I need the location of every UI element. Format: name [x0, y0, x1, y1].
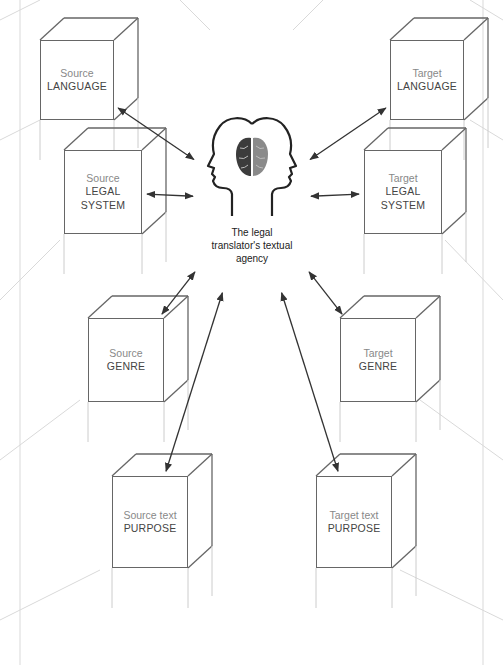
box-term: LANGUAGE [397, 80, 457, 93]
box-term: PURPOSE [124, 522, 177, 535]
double-arrow [147, 194, 193, 196]
double-arrow [166, 293, 222, 471]
box-term: GENRE [107, 360, 145, 373]
cube-depth [316, 454, 416, 608]
cube-depth [112, 454, 212, 608]
cube-depth [364, 128, 466, 274]
box-qualifier: Target [363, 347, 392, 360]
box-term: LANGUAGE [47, 80, 107, 93]
box-qualifier: Source text [123, 509, 176, 522]
cube-box: SourceLANGUAGE [40, 40, 114, 120]
cube-depth [40, 18, 138, 160]
heads-illustration [198, 110, 306, 222]
box-term: LEGAL SYSTEM [68, 185, 138, 211]
box-qualifier: Source [86, 172, 119, 185]
cube-box: TargetLEGAL SYSTEM [364, 150, 442, 234]
cube-depth [340, 296, 440, 442]
cube-depth [64, 128, 166, 274]
double-arrow [282, 293, 338, 471]
box-term: PURPOSE [328, 522, 381, 535]
box-term: LEGAL SYSTEM [368, 185, 438, 211]
cube-box: SourceGENRE [88, 318, 164, 402]
cube-box: TargetGENRE [340, 318, 416, 402]
cube-box: Target textPURPOSE [316, 476, 392, 568]
cube-depth [390, 18, 488, 160]
box-qualifier: Source [60, 67, 93, 80]
cube-box: TargetLANGUAGE [390, 40, 464, 120]
double-arrow [309, 272, 342, 314]
translator-agency: The legal translator's textual agency [198, 110, 306, 288]
double-arrow [162, 272, 195, 314]
box-term: GENRE [359, 360, 397, 373]
box-qualifier: Target text [329, 509, 378, 522]
agency-label: The legal translator's textual agency [211, 226, 293, 265]
cube-box: Source textPURPOSE [112, 476, 188, 568]
cube-box: SourceLEGAL SYSTEM [64, 150, 142, 234]
double-arrow [311, 194, 359, 196]
box-qualifier: Source [109, 347, 142, 360]
box-qualifier: Target [412, 67, 441, 80]
cube-depth [88, 296, 188, 442]
box-qualifier: Target [388, 172, 417, 185]
